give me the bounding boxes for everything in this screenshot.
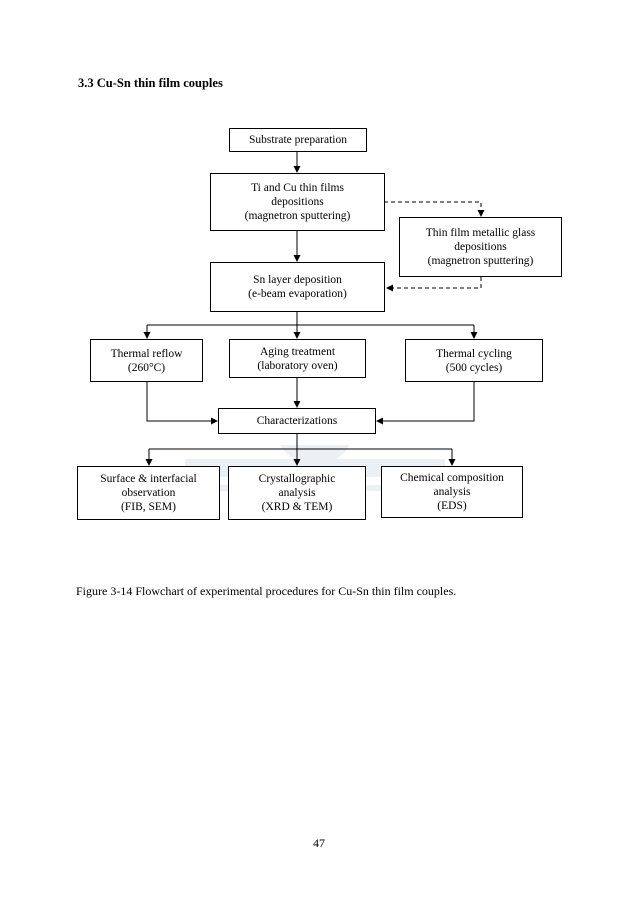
box-label: (500 cycles) [445, 361, 503, 374]
box-label: Chemical composition [400, 472, 504, 484]
box-label: (magnetron sputtering) [244, 210, 351, 222]
aging-treatment-box: Aging treatment (laboratory oven) [229, 339, 366, 378]
box-label: Crystallographic [258, 473, 336, 485]
box-label: (EDS) [437, 500, 467, 512]
section-heading: 3.3 Cu-Sn thin film couples [78, 76, 223, 90]
arrow-reflow-to-characterizations [146, 382, 218, 425]
figure-caption: Figure 3-14 Flowchart of experimental pr… [76, 584, 457, 598]
box-label: Characterizations [256, 415, 338, 427]
box-label: (laboratory oven) [257, 359, 338, 372]
characterizations-box: Characterizations [218, 408, 376, 434]
box-label: Thermal cycling [436, 347, 512, 360]
page-number: 47 [313, 836, 325, 850]
arrow-cycling-to-characterizations [376, 382, 475, 425]
surface-observation-box: Surface & interfacial observation (FIB, … [77, 466, 220, 520]
box-label: Aging treatment [259, 345, 336, 358]
box-label: analysis [433, 486, 471, 498]
chemical-composition-box: Chemical composition analysis (EDS) [381, 466, 523, 518]
box-label: (magnetron sputtering) [427, 255, 534, 267]
box-label: Surface & interfacial [100, 473, 197, 485]
substrate-preparation-box: Substrate preparation [229, 128, 367, 152]
box-label: depositions [454, 241, 507, 253]
metallic-glass-deposition-box: Thin film metallic glass depositions (ma… [399, 217, 562, 277]
box-label: depositions [271, 196, 324, 208]
box-label: Thermal reflow [110, 347, 183, 360]
box-label: observation [121, 487, 176, 499]
box-label: (e-beam evaporation) [248, 288, 347, 300]
dashed-arrow-to-metallic-glass [384, 201, 485, 217]
box-label: (XRD & TEM) [261, 501, 333, 513]
box-label: analysis [278, 487, 316, 499]
crystallographic-analysis-box: Crystallographic analysis (XRD & TEM) [228, 466, 366, 520]
box-label: Substrate preparation [248, 134, 348, 146]
thermal-cycling-box: Thermal cycling (500 cycles) [405, 339, 543, 382]
ti-cu-deposition-box: Ti and Cu thin films depositions (magnet… [210, 173, 385, 231]
sn-deposition-box: Sn layer deposition (e-beam evaporation) [210, 262, 385, 312]
box-label: Thin film metallic glass [425, 227, 536, 239]
box-label: Sn layer deposition [253, 274, 342, 286]
box-label: Ti and Cu thin films [251, 182, 344, 194]
box-label: (FIB, SEM) [121, 501, 176, 513]
box-label: (260°C) [127, 361, 166, 374]
dashed-arrow-metallic-glass-to-sn [386, 277, 482, 292]
thermal-reflow-box: Thermal reflow (260°C) [90, 339, 203, 382]
